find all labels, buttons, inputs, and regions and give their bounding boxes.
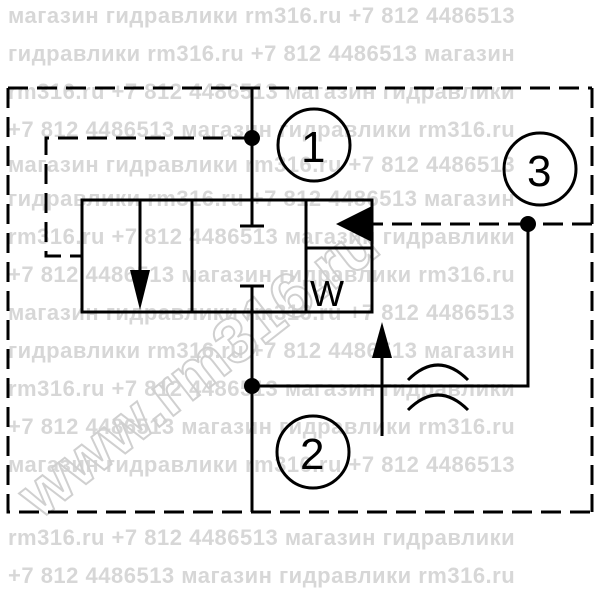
port-3: 3 (502, 131, 578, 207)
line-to-port3 (252, 224, 530, 388)
watermark-line: rm316.ru +7 812 4486513 магазин гидравли… (8, 79, 515, 104)
watermark-line: гидравлики rm316.ru +7 812 4486513 магаз… (8, 41, 515, 66)
valve-envelope-right (304, 198, 374, 314)
port-2: 2 (275, 414, 351, 490)
port-3-circle (502, 131, 578, 207)
watermark-line: магазин гидравлики rm316.ru +7 812 44865… (8, 152, 515, 177)
valve-body (80, 198, 374, 314)
port-2-label: 2 (300, 430, 324, 479)
pilot-line-left (44, 136, 252, 258)
port-3-label: 3 (527, 147, 551, 196)
watermark-line: +7 812 4486513 магазин гидравлики rm316.… (8, 117, 515, 142)
watermark-line: rm316.ru +7 812 4486513 магазин гидравли… (8, 224, 515, 249)
port-1-circle (276, 107, 352, 183)
spring-label: W (310, 273, 344, 314)
outer-dashed-border (6, 86, 594, 514)
watermark-line: гидравлики rm316.ru +7 812 4486513 магаз… (8, 338, 515, 363)
flow-arrow-left-head (130, 270, 150, 310)
adjust-arrow-head (372, 322, 392, 358)
orifice-lower-arc (406, 393, 470, 412)
watermark: магазин гидравлики rm316.ru +7 812 44865… (3, 3, 515, 588)
port-1: 1 (276, 107, 352, 183)
watermark-line: магазин гидравлики rm316.ru +7 812 44865… (8, 452, 515, 477)
watermark-line: rm316.ru +7 812 4486513 магазин гидравли… (8, 525, 515, 550)
orifice-upper-arc (406, 363, 470, 382)
watermark-line: +7 812 4486513 магазин гидравлики rm316.… (8, 262, 515, 287)
watermark-line: +7 812 4486513 магазин гидравлики rm316.… (8, 563, 515, 588)
watermark-line: +7 812 4486513 магазин гидравлики rm316.… (8, 414, 515, 439)
pilot-arrow-head (336, 206, 372, 242)
port-2-circle (275, 414, 351, 490)
port-1-label: 1 (301, 123, 325, 172)
watermark-line: rm316.ru +7 812 4486513 магазин гидравли… (8, 376, 515, 401)
watermark-line: магазин гидравлики rm316.ru +7 812 44865… (8, 3, 515, 28)
junction-dot-top (244, 130, 260, 146)
